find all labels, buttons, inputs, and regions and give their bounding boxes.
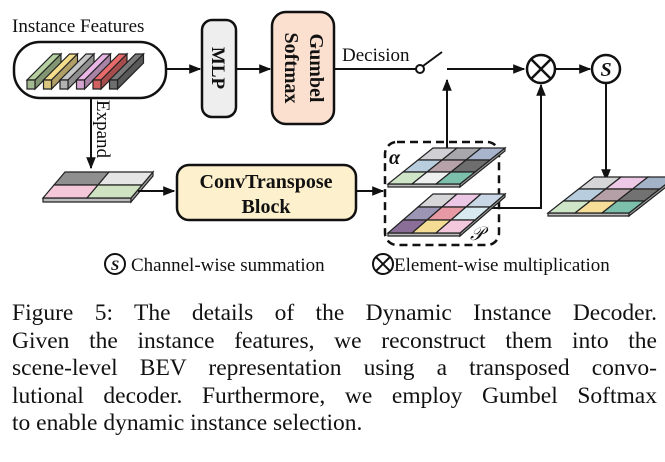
softmax-label: Softmax (280, 32, 302, 103)
feature-bar-front (42, 79, 53, 90)
feature-bar-front (75, 79, 86, 90)
mlp-label: MLP (207, 47, 228, 90)
grid-cell (600, 200, 647, 214)
legend-mul-label: Element-wise multiplication (394, 255, 610, 276)
feature-bar (42, 52, 79, 91)
grid-cell (434, 171, 477, 185)
figure-caption: Figure 5: The details of the Dynamic Ins… (12, 300, 657, 438)
legend-sum-symbol: S (111, 258, 119, 274)
feature-bar (75, 52, 112, 91)
feature-bar-front (92, 79, 102, 90)
sum-node: S (590, 53, 622, 85)
legend-sum-label: Channel-wise summation (131, 255, 325, 276)
feature-bar-front (59, 79, 69, 90)
sum-symbol: S (600, 59, 611, 81)
expanded-bev-grid (41, 170, 155, 204)
grid-cell (434, 219, 477, 234)
expand-label: Expand (92, 100, 113, 159)
instance-features-label: Instance Features (12, 16, 144, 37)
multiply-node (525, 53, 557, 85)
legend-sum-icon (104, 253, 126, 275)
caption-line-3: scene-level BEV representation using a t… (12, 355, 657, 381)
decision-label: Decision (342, 45, 410, 66)
feature-bars (25, 52, 145, 91)
gumbel-label: Gumbel (305, 34, 327, 103)
legend: S Channel-wise summation Element-wise mu… (104, 253, 610, 276)
grid-cell (85, 184, 144, 199)
switch-lever (422, 51, 443, 67)
switch-pivot (415, 64, 425, 74)
feature-bar (108, 52, 145, 91)
convtranspose-block (175, 163, 358, 222)
caption-line-5: to enable dynamic instance selection. (12, 410, 363, 436)
caption-line-2: Given the instance features, we reconstr… (12, 327, 657, 354)
caption-line-1: Figure 5: The details of the Dynamic Ins… (12, 300, 657, 326)
legend-multiply-icon (372, 253, 394, 275)
feature-bar-front (26, 79, 36, 90)
alpha-label: α (389, 147, 401, 169)
feature-bar (58, 52, 96, 91)
output-bev-grid (546, 176, 665, 218)
p-grid (386, 192, 507, 238)
feature-bar-front (108, 79, 119, 90)
caption-line-4: lutional decoder. Furthermore, we employ… (12, 382, 657, 409)
arrow-p-to-multiply (478, 83, 546, 209)
alpha-grid (386, 146, 507, 189)
feature-bar (25, 52, 63, 91)
dynamic-instance-decoder-diagram: Instance Features MLP Gumbel Softmax Dec… (12, 10, 665, 276)
block-label: Block (242, 196, 292, 218)
p-label: 𝒫 (470, 224, 489, 245)
convtranspose-label: ConvTranspose (200, 171, 333, 193)
